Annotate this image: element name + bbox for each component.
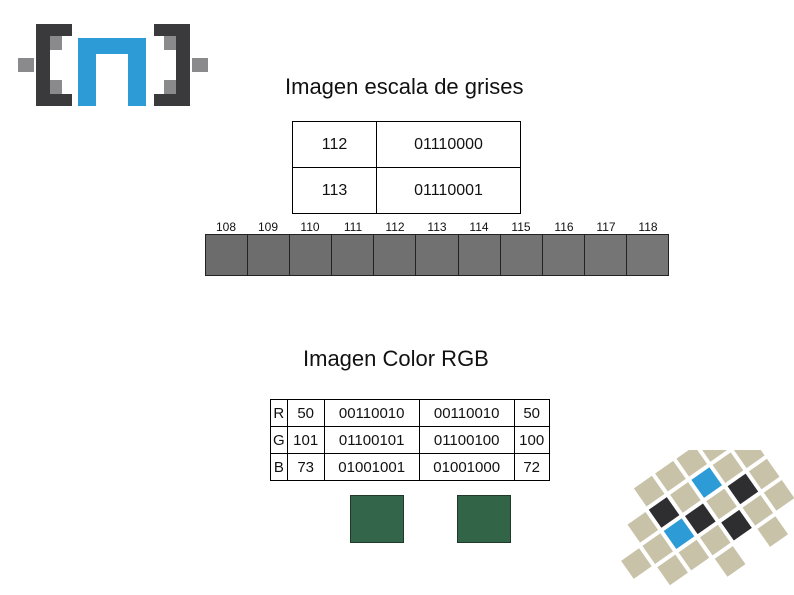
modified-value-cell: 50 bbox=[513, 399, 550, 427]
rgb-image-title: Imagen Color RGB bbox=[303, 346, 489, 371]
gray-scale-label: 117 bbox=[596, 220, 616, 234]
gray-scale-label: 113 bbox=[427, 220, 447, 234]
company-logo bbox=[18, 24, 208, 106]
gray-image-title: Imagen escala de grises bbox=[285, 74, 524, 99]
original-binary-cell: 01001001 bbox=[323, 453, 420, 481]
gray-scale-label: 115 bbox=[511, 220, 531, 234]
original-value-cell: 50 bbox=[286, 399, 325, 427]
gray-scale-label: 108 bbox=[215, 220, 237, 234]
gray-swatch bbox=[458, 235, 501, 275]
gray-swatch bbox=[416, 235, 459, 275]
table-row: 112 01110000 bbox=[292, 121, 521, 168]
gray-scale-strip bbox=[205, 234, 669, 276]
gray-swatch bbox=[290, 235, 333, 275]
gray-value-cell: 113 bbox=[292, 167, 377, 214]
gray-scale-label: 111 bbox=[343, 220, 363, 234]
gray-swatch bbox=[248, 235, 291, 275]
gray-scale-labels: 108 109 110 111 112 113 114 115 116 117 … bbox=[205, 220, 669, 234]
channel-label: G bbox=[270, 426, 288, 454]
table-row: B 73 01001001 01001000 72 bbox=[270, 453, 550, 481]
gray-scale-label: 118 bbox=[638, 220, 658, 234]
decorative-pixel-pattern bbox=[621, 450, 794, 586]
gray-value-cell: 112 bbox=[292, 121, 377, 168]
gray-value-table: 112 01110000 113 01110001 bbox=[292, 121, 521, 214]
gray-swatch bbox=[500, 235, 543, 275]
original-binary-cell: 01100101 bbox=[323, 426, 420, 454]
gray-scale-label: 109 bbox=[257, 220, 279, 234]
gray-scale-label: 114 bbox=[469, 220, 489, 234]
modified-value-cell: 72 bbox=[513, 453, 550, 481]
modified-binary-cell: 01100100 bbox=[418, 426, 515, 454]
rgb-value-table: R 50 00110010 00110010 50 G 101 01100101… bbox=[270, 399, 550, 481]
table-row: R 50 00110010 00110010 50 bbox=[270, 399, 550, 427]
modified-color-swatch bbox=[457, 495, 511, 543]
gray-swatch bbox=[374, 235, 417, 275]
gray-swatch bbox=[626, 235, 669, 275]
gray-swatch bbox=[542, 235, 585, 275]
gray-scale-label: 112 bbox=[385, 220, 405, 234]
gray-swatch bbox=[332, 235, 375, 275]
gray-scale-label: 116 bbox=[554, 220, 574, 234]
original-binary-cell: 00110010 bbox=[323, 399, 420, 427]
modified-binary-cell: 01001000 bbox=[418, 453, 515, 481]
gray-swatch bbox=[584, 235, 627, 275]
original-color-swatch bbox=[350, 495, 404, 543]
modified-value-cell: 100 bbox=[513, 426, 550, 454]
channel-label: B bbox=[270, 453, 288, 481]
gray-swatch bbox=[206, 235, 249, 275]
gray-scale-label: 110 bbox=[300, 220, 320, 234]
original-value-cell: 73 bbox=[286, 453, 325, 481]
gray-binary-cell: 01110000 bbox=[376, 121, 521, 168]
modified-binary-cell: 00110010 bbox=[418, 399, 515, 427]
table-row: G 101 01100101 01100100 100 bbox=[270, 426, 550, 454]
original-value-cell: 101 bbox=[286, 426, 325, 454]
channel-label: R bbox=[270, 399, 288, 427]
table-row: 113 01110001 bbox=[292, 167, 521, 214]
gray-binary-cell: 01110001 bbox=[376, 167, 521, 214]
